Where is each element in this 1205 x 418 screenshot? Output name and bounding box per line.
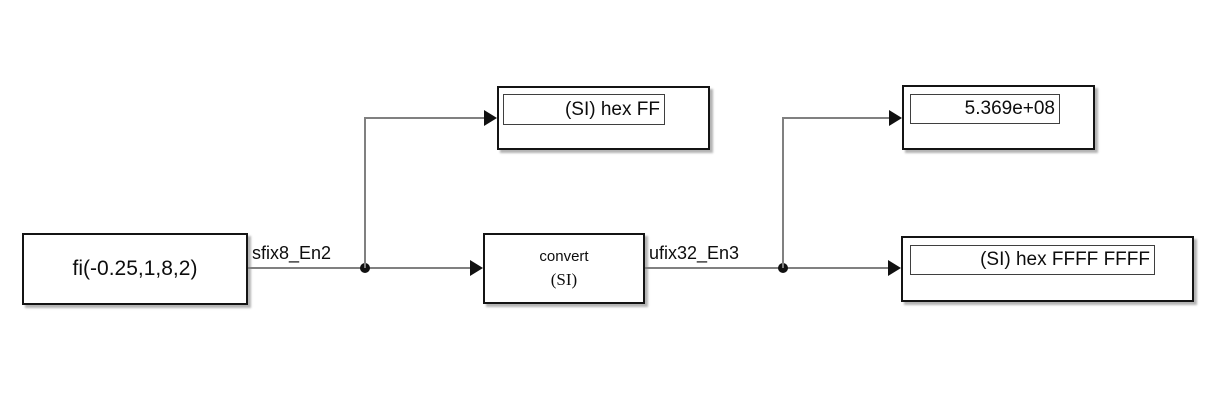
display-value: 5.369e+08 xyxy=(964,98,1055,119)
display-value-field: (SI) hex FF xyxy=(503,94,665,125)
wire-arrowhead-icon xyxy=(889,110,902,126)
branch-point-dot xyxy=(360,263,370,273)
wire-arrowhead-icon xyxy=(484,110,497,126)
block-display-scientific[interactable]: 5.369e+08 xyxy=(902,85,1095,150)
wire-convert-to-display-hex-ffff[interactable] xyxy=(645,267,888,269)
wire-constant-to-convert[interactable] xyxy=(248,267,470,269)
block-display-hex-ff[interactable]: (SI) hex FF xyxy=(497,86,710,150)
block-display-hex-ffff-ffff[interactable]: (SI) hex FFFF FFFF xyxy=(901,236,1194,302)
wire-branch-to-display-scientific[interactable] xyxy=(782,117,889,119)
convert-block-body: convert (SI) xyxy=(485,235,643,302)
signal-label-ufix32-en3[interactable]: ufix32_En3 xyxy=(649,243,740,263)
wire-arrowhead-icon xyxy=(888,260,901,276)
block-constant-fi[interactable]: fi(-0.25,1,8,2) xyxy=(22,233,248,305)
display-value: (SI) hex FF xyxy=(564,98,660,120)
wire-arrowhead-icon xyxy=(470,260,483,276)
signal-label-sfix8-en2[interactable]: sfix8_En2 xyxy=(252,243,332,263)
branch-point-dot xyxy=(778,263,788,273)
display-value: (SI) hex FFFF FFFF xyxy=(980,249,1150,270)
block-data-type-convert[interactable]: convert (SI) xyxy=(483,233,645,304)
wire-branch-to-display-hex-ff[interactable] xyxy=(364,118,366,268)
display-value-field: (SI) hex FFFF FFFF xyxy=(910,245,1155,275)
constant-block-label: fi(-0.25,1,8,2) xyxy=(72,257,198,280)
wire-branch-to-display-hex-ff[interactable] xyxy=(364,117,484,119)
display-value-field: 5.369e+08 xyxy=(910,94,1060,124)
wire-branch-to-display-scientific[interactable] xyxy=(782,118,784,268)
convert-block-label: convert xyxy=(539,248,589,265)
convert-block-mode-label: (SI) xyxy=(550,270,578,289)
